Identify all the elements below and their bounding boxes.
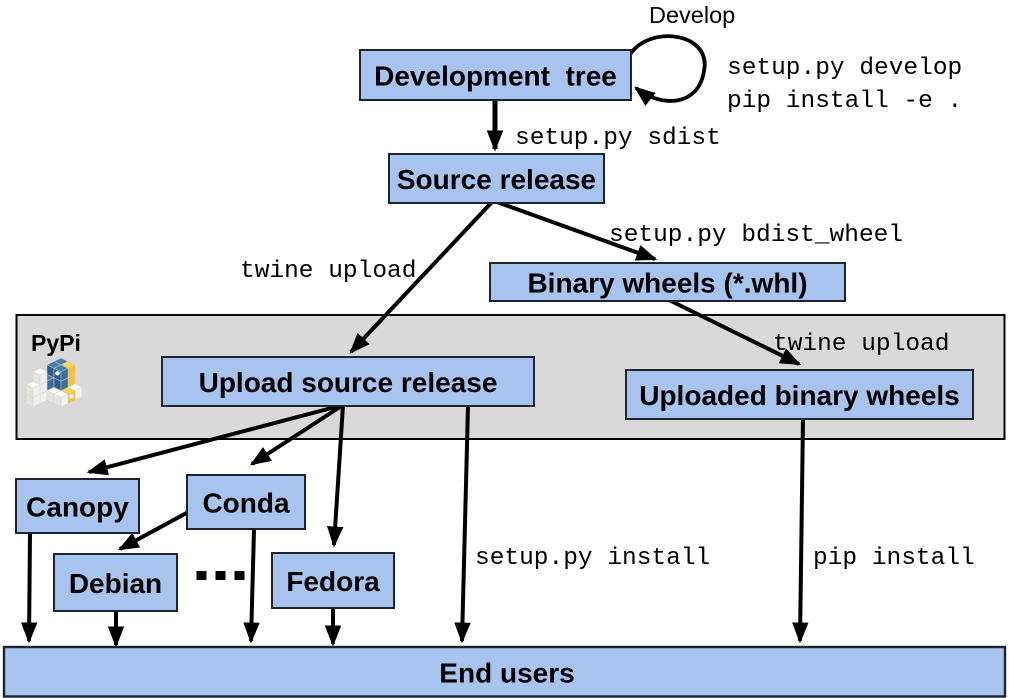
svg-text:PyPi: PyPi [31,330,81,356]
svg-text:Uploaded binary wheels: Uploaded binary wheels [639,380,960,411]
svg-text:setup.py develop: setup.py develop [727,55,962,82]
svg-text:Binary wheels (*.whl): Binary wheels (*.whl) [527,267,807,298]
svg-text:End users: End users [439,657,574,688]
svg-text:twine upload: twine upload [240,258,416,285]
svg-text:pip install: pip install [813,545,975,572]
svg-text:Development tree: Development tree [374,60,617,91]
svg-text:setup.py bdist_wheel: setup.py bdist_wheel [609,222,903,249]
svg-text:Develop: Develop [649,2,735,28]
svg-text:Fedora: Fedora [286,566,380,597]
svg-text:twine upload: twine upload [773,331,949,358]
svg-text:Conda: Conda [202,487,290,518]
svg-text:Canopy: Canopy [26,491,129,522]
svg-text:pip install -e .: pip install -e . [727,88,962,115]
svg-text:Debian: Debian [69,568,162,599]
svg-text:setup.py sdist: setup.py sdist [515,125,721,152]
svg-text:setup.py install: setup.py install [475,545,710,572]
svg-text:Source release: Source release [397,164,596,195]
svg-text:Upload source release: Upload source release [199,367,498,398]
